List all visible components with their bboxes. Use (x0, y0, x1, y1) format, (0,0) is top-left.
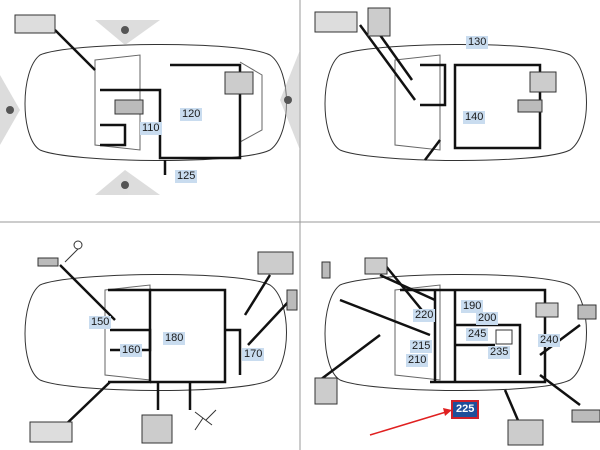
label-120: 120 (180, 108, 203, 121)
label-170: 170 (242, 348, 265, 361)
car-outline-top-left (24, 44, 287, 161)
label-190: 190 (461, 300, 484, 313)
label-160: 160 (120, 344, 143, 357)
label-110: 110 (140, 122, 162, 135)
label-180: 180 (163, 332, 186, 345)
label-220: 220 (413, 309, 436, 322)
label-130: 130 (466, 36, 489, 49)
label-215: 215 (410, 340, 433, 353)
label-225-highlighted: 225 (451, 400, 480, 419)
label-200: 200 (476, 312, 499, 325)
label-140: 140 (463, 111, 486, 124)
label-245: 245 (466, 328, 489, 341)
label-240: 240 (538, 334, 561, 347)
label-150: 150 (89, 316, 112, 329)
label-125: 125 (175, 170, 198, 183)
label-210: 210 (406, 354, 429, 367)
highlight-arrow (369, 411, 447, 436)
label-235: 235 (488, 346, 511, 359)
